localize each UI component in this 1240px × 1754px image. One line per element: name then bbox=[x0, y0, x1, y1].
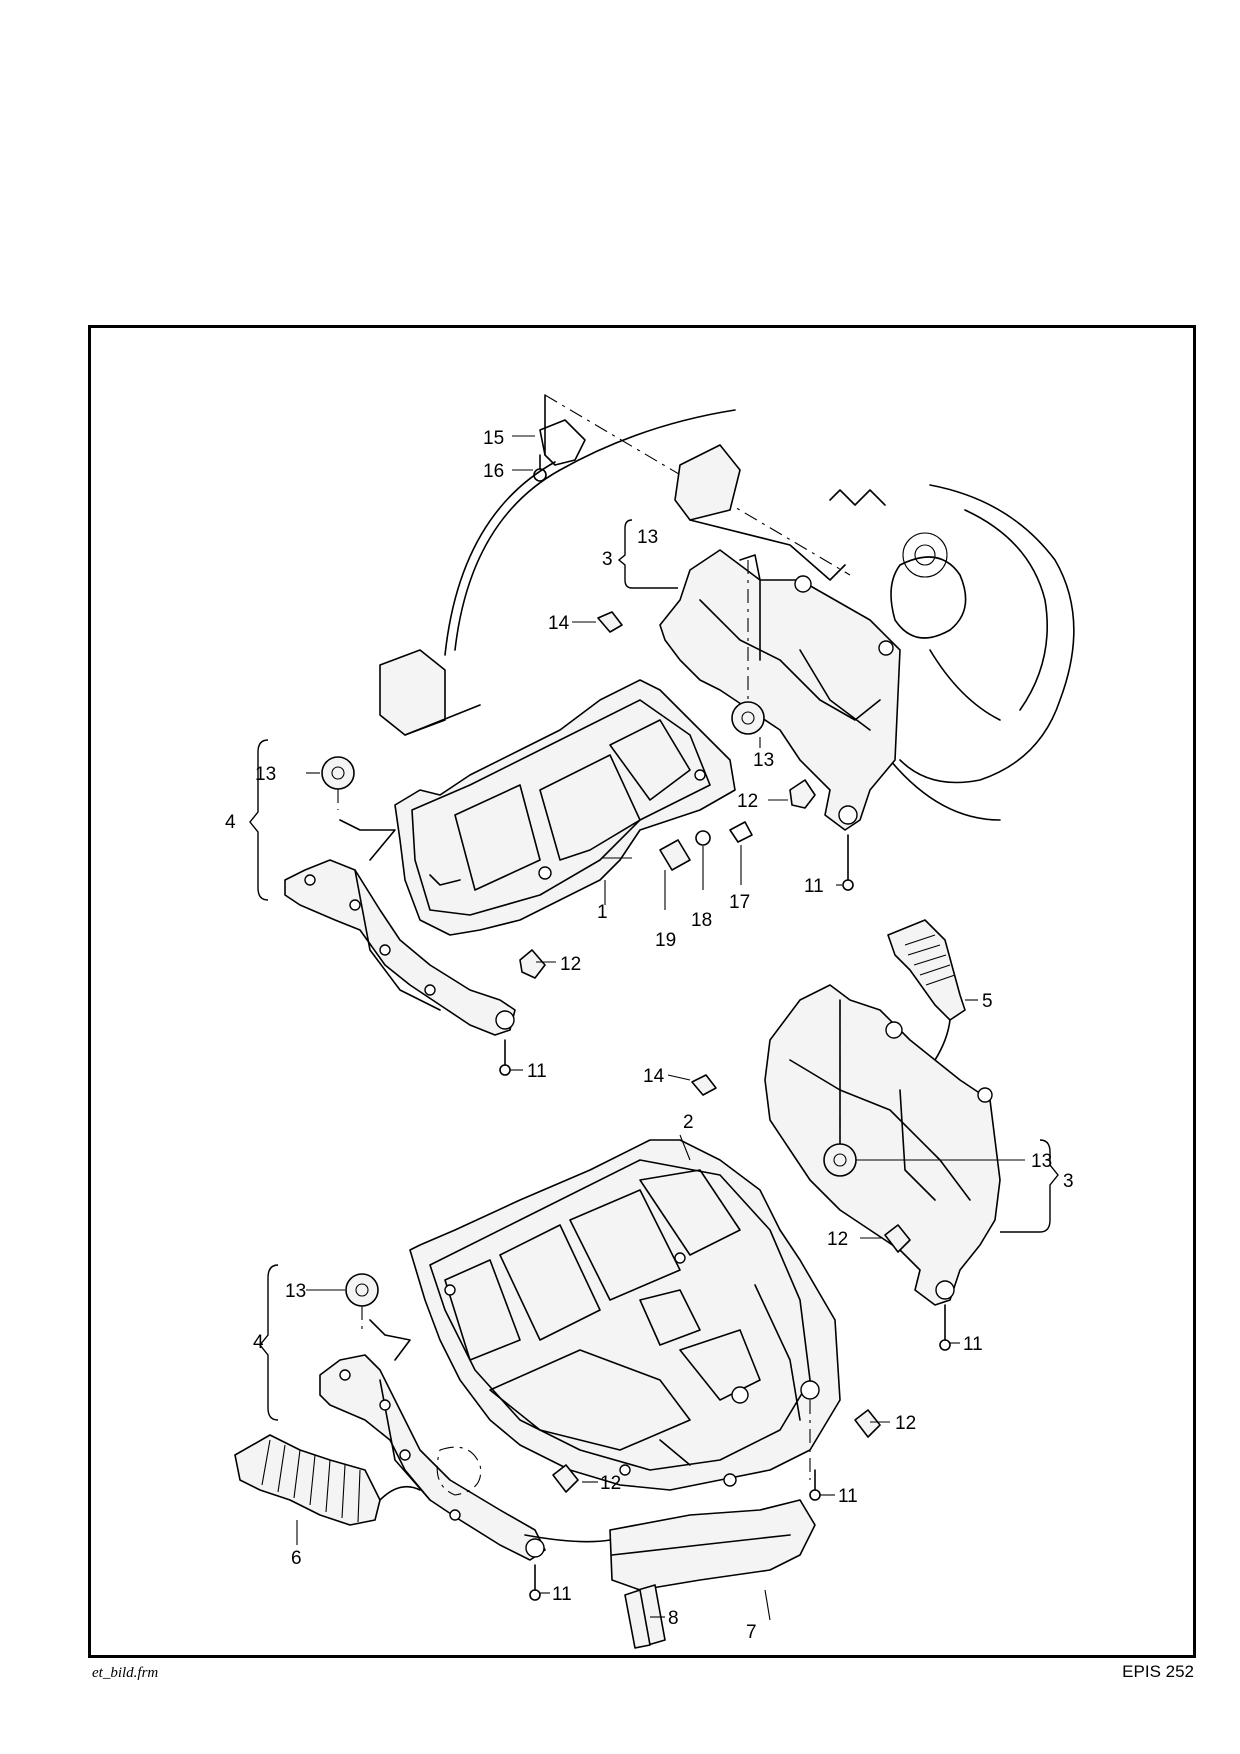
callout-14: 14 bbox=[643, 1066, 665, 1087]
part-7-duct bbox=[524, 1499, 816, 1591]
callout-11: 11 bbox=[804, 876, 824, 897]
callout-6: 6 bbox=[291, 1548, 302, 1569]
callout-7: 7 bbox=[746, 1622, 757, 1643]
callout-4: 4 bbox=[225, 812, 236, 833]
callout-11: 11 bbox=[838, 1486, 858, 1507]
callout-4: 4 bbox=[253, 1332, 264, 1353]
callout-12: 12 bbox=[600, 1473, 621, 1494]
callout-13: 13 bbox=[1031, 1151, 1052, 1172]
callout-19: 19 bbox=[655, 930, 676, 951]
callout-13: 13 bbox=[255, 764, 276, 785]
callout-18: 18 bbox=[691, 910, 712, 931]
callout-3: 3 bbox=[1063, 1171, 1074, 1192]
footer-page-code: EPIS 252 bbox=[1122, 1662, 1194, 1681]
part-8-seal bbox=[624, 1584, 666, 1649]
callout-11: 11 bbox=[527, 1061, 547, 1082]
footer-file-name: et_bild.frm bbox=[92, 1665, 159, 1681]
fasteners-upper bbox=[321, 419, 854, 1076]
callout-3: 3 bbox=[602, 549, 613, 570]
callout-5: 5 bbox=[982, 991, 993, 1012]
callout-2: 2 bbox=[683, 1112, 694, 1133]
callout-13: 13 bbox=[753, 750, 774, 771]
callout-17: 17 bbox=[729, 892, 750, 913]
vehicle-body-outline bbox=[379, 394, 1075, 821]
callout-16: 16 bbox=[483, 461, 504, 482]
callout-labels: 15 16 13 3 14 13 4 13 12 1 17 18 19 11 1… bbox=[225, 428, 1074, 1643]
part-4-lower-bracket bbox=[319, 1319, 546, 1561]
diagram-frame bbox=[88, 325, 1196, 1658]
part-3-upper-bracket bbox=[659, 549, 901, 831]
callout-13: 13 bbox=[637, 527, 658, 548]
callout-12: 12 bbox=[737, 791, 758, 812]
part-4-upper-bracket bbox=[284, 819, 516, 1036]
callout-12: 12 bbox=[895, 1413, 916, 1434]
callout-8: 8 bbox=[668, 1608, 679, 1629]
callout-11: 11 bbox=[552, 1584, 572, 1605]
part-3-lower-bracket bbox=[764, 984, 1001, 1306]
part-6-duct bbox=[234, 1434, 421, 1526]
callout-12: 12 bbox=[827, 1229, 848, 1250]
callout-15: 15 bbox=[483, 428, 504, 449]
callout-11: 11 bbox=[963, 1334, 983, 1355]
fasteners-lower bbox=[345, 1000, 951, 1601]
callout-1: 1 bbox=[597, 902, 608, 923]
leader-lines bbox=[249, 435, 1059, 1621]
part-1-upper-panel bbox=[394, 679, 736, 936]
callout-12: 12 bbox=[560, 954, 581, 975]
callout-13: 13 bbox=[285, 1281, 306, 1302]
part-2-lower-panel bbox=[409, 1139, 841, 1491]
callout-14: 14 bbox=[548, 613, 570, 634]
